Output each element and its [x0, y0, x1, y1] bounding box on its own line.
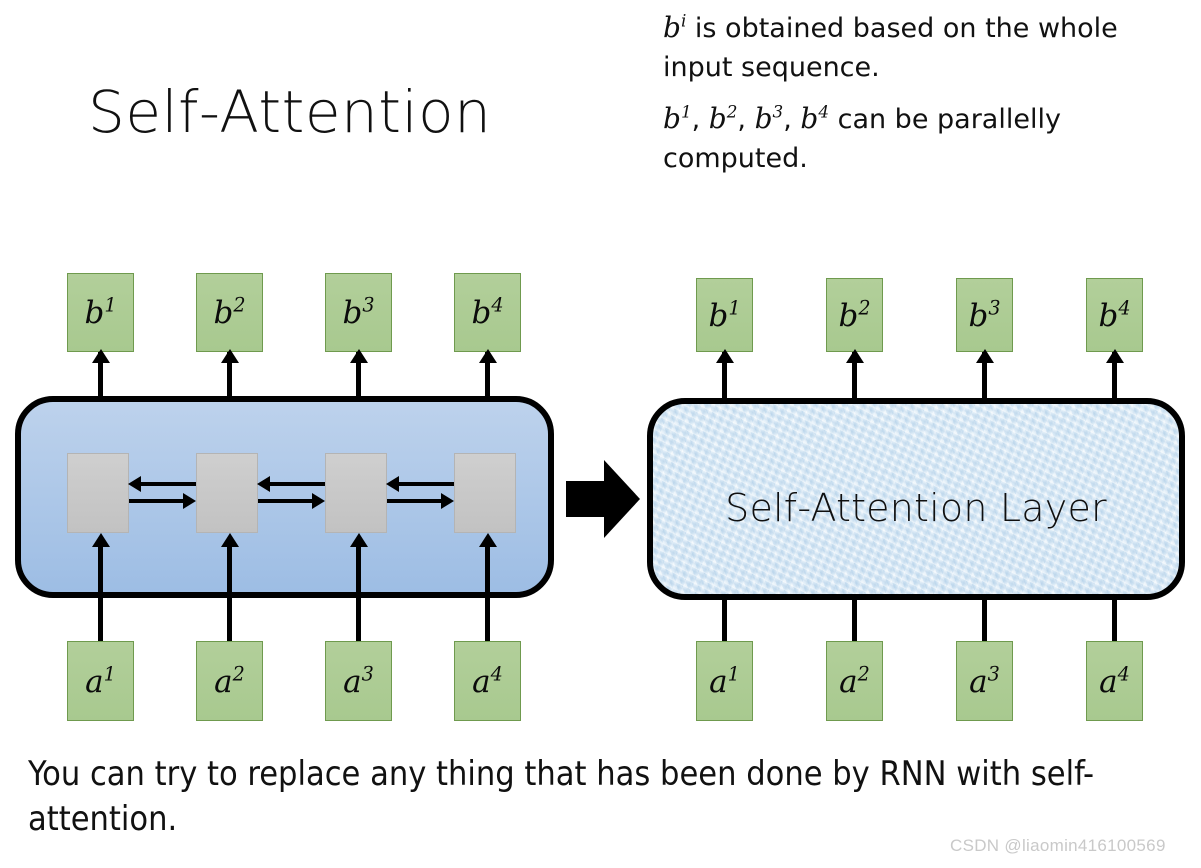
rnn-output-label-2: b2	[213, 293, 246, 331]
note-separator-2: ,	[737, 104, 755, 135]
attention-output-arrowhead-1	[715, 349, 734, 363]
attention-output-arrowhead-2	[845, 349, 864, 363]
rnn-backward-arrowhead-1	[128, 476, 141, 492]
rnn-input-line-1	[98, 545, 103, 641]
rnn-input-label-3: a3	[343, 662, 374, 700]
math-b3: b3	[754, 101, 784, 135]
rnn-forward-arrowhead-3	[441, 493, 454, 509]
attention-output-box-1: b1	[696, 278, 753, 352]
self-attention-layer-container: Self-Attention Layer	[647, 398, 1185, 600]
attention-output-label-3: b3	[968, 296, 1001, 334]
attention-output-line-1	[722, 352, 727, 398]
rnn-input-box-3: a3	[325, 641, 392, 721]
rnn-input-line-3	[356, 545, 361, 641]
rnn-output-box-1: b1	[67, 273, 134, 352]
math-b1: b1	[663, 101, 692, 135]
attention-input-label-1: a1	[709, 662, 740, 700]
note-separator-3: ,	[783, 104, 801, 135]
rnn-input-arrowhead-1	[91, 533, 110, 547]
transform-arrow-icon	[566, 460, 640, 538]
note-separator-1: ,	[691, 104, 709, 135]
attention-input-label-2: a2	[839, 662, 870, 700]
rnn-backward-arrowhead-3	[386, 476, 399, 492]
note-block: bi is obtained based on the whole input …	[663, 8, 1183, 178]
slide-caption: You can try to replace any thing that ha…	[28, 754, 1095, 839]
attention-output-box-3: b3	[956, 278, 1013, 352]
rnn-input-box-4: a4	[454, 641, 521, 721]
attention-output-line-3	[982, 352, 987, 398]
attention-input-box-4: a4	[1086, 641, 1143, 721]
note-paragraph-2-text: can be parallelly computed.	[663, 104, 1061, 174]
attention-output-box-4: b4	[1086, 278, 1143, 352]
rnn-forward-line-1	[129, 499, 183, 503]
math-b2: b2	[708, 101, 738, 135]
note-paragraph-1-text: is obtained based on the whole input seq…	[663, 13, 1118, 83]
csdn-watermark: CSDN @liaomin416100569	[950, 836, 1166, 855]
rnn-output-arrowhead-1	[91, 349, 110, 363]
rnn-cell-1	[67, 453, 129, 533]
rnn-forward-arrowhead-2	[312, 493, 325, 509]
attention-output-box-2: b2	[826, 278, 883, 352]
rnn-backward-arrowhead-2	[257, 476, 270, 492]
rnn-output-box-4: b4	[454, 273, 521, 352]
rnn-input-box-2: a2	[196, 641, 263, 721]
rnn-input-box-1: a1	[67, 641, 134, 721]
rnn-output-arrowhead-2	[220, 349, 239, 363]
attention-input-label-4: a4	[1099, 662, 1130, 700]
self-attention-layer-label: Self-Attention Layer	[725, 486, 1107, 530]
rnn-forward-line-3	[387, 499, 441, 503]
rnn-input-line-4	[485, 545, 490, 641]
rnn-input-arrowhead-2	[220, 533, 239, 547]
math-b4: b4	[800, 101, 830, 135]
attention-output-arrowhead-3	[975, 349, 994, 363]
transform-arrow-shaft	[566, 481, 606, 517]
attention-output-label-4: b4	[1098, 296, 1131, 334]
rnn-output-label-3: b3	[342, 293, 375, 331]
attention-input-line-1	[722, 600, 727, 641]
rnn-input-line-2	[227, 545, 232, 641]
attention-input-line-4	[1112, 600, 1117, 641]
attention-output-label-1: b1	[708, 296, 741, 334]
rnn-cell-2	[196, 453, 258, 533]
attention-input-line-3	[982, 600, 987, 641]
rnn-input-arrowhead-3	[349, 533, 368, 547]
attention-input-box-3: a3	[956, 641, 1013, 721]
attention-output-label-2: b2	[838, 296, 871, 334]
attention-input-box-1: a1	[696, 641, 753, 721]
math-b-superscript-i: bi	[663, 10, 687, 44]
rnn-backward-line-2	[270, 482, 325, 486]
rnn-input-label-2: a2	[214, 662, 245, 700]
rnn-output-box-3: b3	[325, 273, 392, 352]
attention-output-line-2	[852, 352, 857, 398]
rnn-forward-arrowhead-1	[183, 493, 196, 509]
rnn-output-label-4: b4	[471, 293, 504, 331]
rnn-cell-3	[325, 453, 387, 533]
rnn-input-arrowhead-4	[478, 533, 497, 547]
note-paragraph-2: b1, b2, b3, b4 can be parallelly compute…	[663, 99, 1183, 178]
note-paragraph-1: bi is obtained based on the whole input …	[663, 8, 1183, 87]
attention-input-line-2	[852, 600, 857, 641]
attention-output-line-4	[1112, 352, 1117, 398]
rnn-input-label-4: a4	[472, 662, 503, 700]
attention-output-arrowhead-4	[1105, 349, 1124, 363]
transform-arrow-head	[604, 460, 640, 538]
rnn-output-label-1: b1	[84, 293, 117, 331]
attention-input-label-3: a3	[969, 662, 1000, 700]
page-title: Self-Attention	[88, 78, 492, 146]
attention-input-box-2: a2	[826, 641, 883, 721]
rnn-input-label-1: a1	[85, 662, 116, 700]
rnn-output-box-2: b2	[196, 273, 263, 352]
rnn-forward-line-2	[258, 499, 312, 503]
rnn-backward-line-1	[141, 482, 196, 486]
rnn-output-arrowhead-4	[478, 349, 497, 363]
rnn-cell-4	[454, 453, 516, 533]
rnn-backward-line-3	[399, 482, 454, 486]
rnn-output-arrowhead-3	[349, 349, 368, 363]
